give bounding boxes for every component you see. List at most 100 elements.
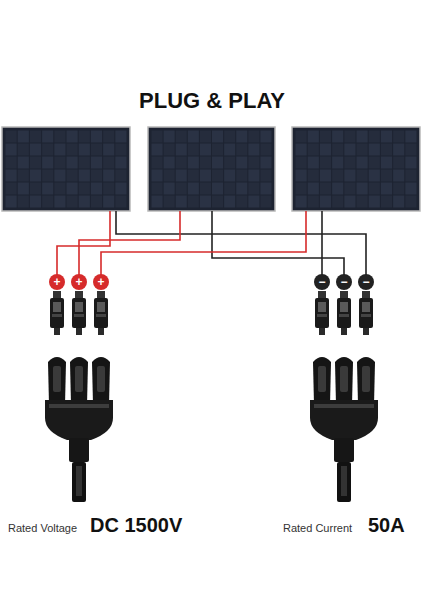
solar-cell [224,144,235,156]
positive-terminal: + [71,274,87,290]
solar-cell [200,131,211,143]
mc4-connector [359,291,373,335]
solar-cell [308,157,319,169]
mc4-connector [94,291,108,335]
solar-cell [212,183,223,195]
solar-cell [188,170,199,182]
solar-cell [381,144,392,156]
solar-cell [30,144,41,156]
solar-cell [260,144,271,156]
solar-cell [42,144,53,156]
solar-cell [320,144,331,156]
solar-cell [248,131,259,143]
rating-value: 50A [368,515,405,535]
solar-cell [393,170,404,182]
solar-cell [357,131,368,143]
solar-cell [188,157,199,169]
solar-cell [103,157,114,169]
solar-cell [200,144,211,156]
solar-cell [54,170,65,182]
solar-cell [212,196,223,208]
solar-cell [332,157,343,169]
solar-cell [357,144,368,156]
solar-panel [2,127,130,211]
solar-cell [212,144,223,156]
solar-cell [30,183,41,195]
solar-cell [42,196,53,208]
solar-cell [30,170,41,182]
solar-cell [176,196,187,208]
solar-cell [200,170,211,182]
solar-cell [224,170,235,182]
solar-cell [393,131,404,143]
solar-cell [91,157,102,169]
solar-cell [296,131,307,143]
solar-cell [176,183,187,195]
solar-cell [6,144,17,156]
solar-cell [103,183,114,195]
solar-cell [296,157,307,169]
solar-cell [176,157,187,169]
solar-cell [164,144,175,156]
solar-cell [248,170,259,182]
solar-cell [188,196,199,208]
solar-cell [248,183,259,195]
solar-cell [248,157,259,169]
solar-cell [164,157,175,169]
solar-cell [357,170,368,182]
solar-cell [103,131,114,143]
cable-wire [116,211,366,275]
solar-cell [405,196,416,208]
solar-cell [115,131,126,143]
solar-cell [30,157,41,169]
solar-cell [405,131,416,143]
solar-cell [30,131,41,143]
solar-cell [393,144,404,156]
solar-cell [152,131,163,143]
solar-cell [152,157,163,169]
solar-cell [188,131,199,143]
solar-cell [344,131,355,143]
terminal-sign: − [318,276,325,288]
solar-cell [236,144,247,156]
solar-cell [18,131,29,143]
negative-terminal: − [336,274,352,290]
solar-cell [393,196,404,208]
solar-cell [405,170,416,182]
solar-cell [224,183,235,195]
cable-wire [212,211,344,275]
solar-cell [42,183,53,195]
solar-cell [103,144,114,156]
solar-cell [18,183,29,195]
solar-cell [152,183,163,195]
solar-cell [200,157,211,169]
solar-cell [248,196,259,208]
cable-wire [57,211,110,275]
solar-cell [30,196,41,208]
solar-cell [176,170,187,182]
solar-cell [79,157,90,169]
solar-cell [296,170,307,182]
solar-cell [369,196,380,208]
solar-cell [188,183,199,195]
solar-cell [164,131,175,143]
solar-cell [260,170,271,182]
solar-cell [79,131,90,143]
solar-cell [405,157,416,169]
title: PLUG & PLAY [139,88,285,114]
mc4-connector [315,291,329,335]
solar-cell [248,144,259,156]
negative-terminal: − [358,274,374,290]
solar-cell [91,183,102,195]
cable-wire [321,211,323,275]
solar-cell [115,157,126,169]
solar-cell [308,170,319,182]
solar-cell [308,131,319,143]
solar-cell [320,196,331,208]
solar-cell [260,157,271,169]
solar-cell [332,170,343,182]
solar-cell [224,131,235,143]
solar-cell [200,196,211,208]
solar-cell [381,157,392,169]
solar-cell [320,157,331,169]
